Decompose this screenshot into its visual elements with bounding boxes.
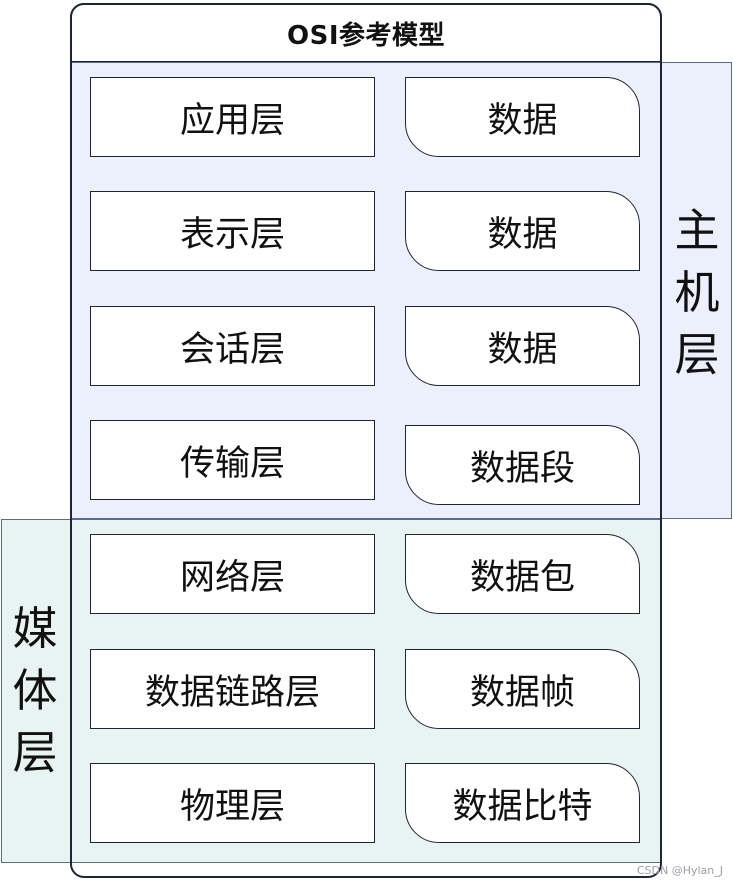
- osi-title: OSI参考模型: [286, 20, 445, 51]
- layer-box-application: 应用层: [90, 77, 375, 157]
- layer-box-datalink: 数据链路层: [90, 649, 375, 729]
- unit-box-presentation: 数据: [405, 191, 640, 271]
- unit-box-datalink: 数据帧: [405, 649, 640, 729]
- unit-box-network: 数据包: [405, 534, 640, 614]
- media-label-char: 层: [12, 726, 58, 779]
- layer-box-network: 网络层: [90, 534, 375, 614]
- osi-title-header: OSI参考模型: [70, 3, 662, 62]
- host-layer-label: 主 机 层: [668, 200, 726, 386]
- layer-box-session: 会话层: [90, 306, 375, 386]
- host-label-char: 机: [674, 266, 720, 319]
- host-label-char: 层: [674, 328, 720, 381]
- unit-box-application: 数据: [405, 77, 640, 157]
- unit-box-transport: 数据段: [405, 425, 640, 505]
- watermark: CSDN @Hylan_J: [636, 864, 723, 877]
- media-label-char: 媒: [12, 602, 58, 655]
- layer-box-physical: 物理层: [90, 763, 375, 843]
- unit-box-session: 数据: [405, 306, 640, 386]
- unit-box-physical: 数据比特: [405, 763, 640, 843]
- layer-box-transport: 传输层: [90, 420, 375, 500]
- media-layer-label: 媒 体 层: [6, 598, 64, 784]
- layer-box-presentation: 表示层: [90, 191, 375, 271]
- host-label-char: 主: [674, 204, 720, 257]
- media-label-char: 体: [12, 664, 58, 717]
